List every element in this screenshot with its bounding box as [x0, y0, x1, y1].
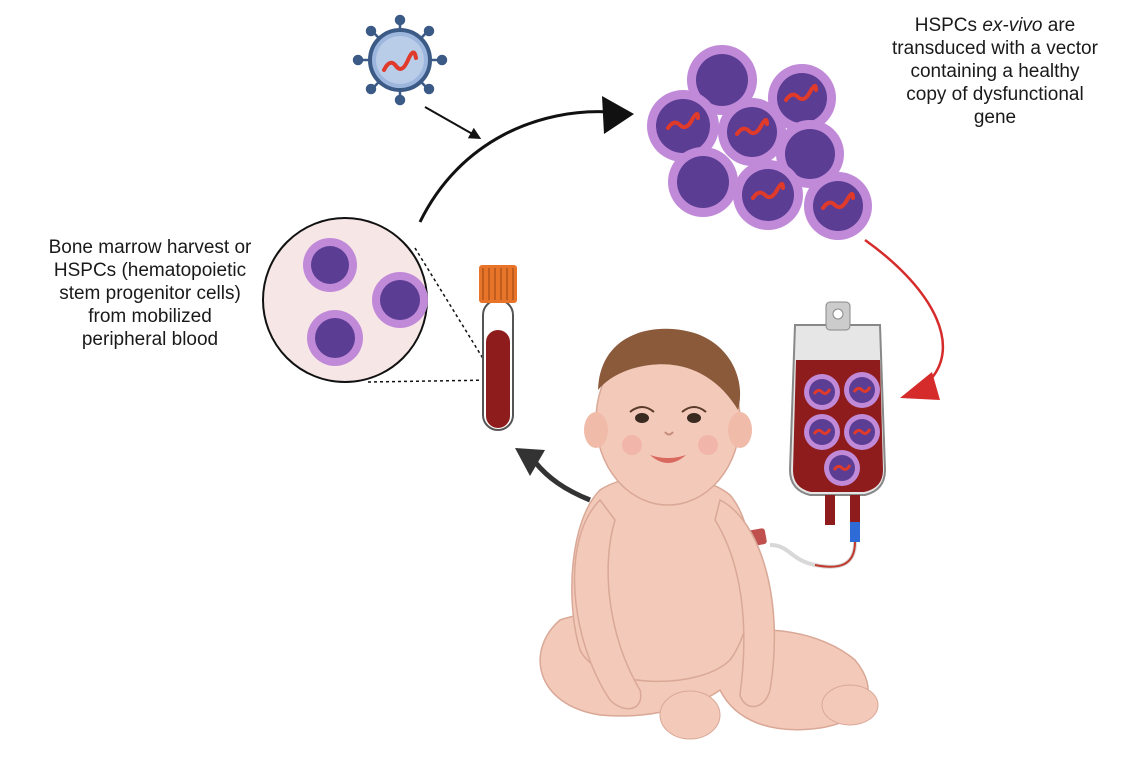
harvest-to-transduction-arrow: [418, 96, 634, 223]
harvest-label: Bone marrow harvest or HSPCs (hematopoie…: [0, 236, 300, 351]
baby-patient: [539, 328, 879, 740]
transduction-label-line-5: gene: [973, 107, 1017, 128]
viral-vector: [352, 14, 448, 106]
baby-to-tube-arrow: [515, 448, 591, 503]
transduction-italic: ex-vivo: [982, 15, 1043, 36]
transduction-suffix: are: [1042, 15, 1076, 36]
harvest-label-line-5: peripheral blood: [81, 329, 219, 350]
zoom-lines: [367, 247, 496, 383]
blood-tube: [479, 265, 517, 431]
harvest-label-line-3: stem progenitor cells): [59, 283, 241, 304]
transduction-label: HSPCs ex-vivo are transduced with a vect…: [860, 14, 1130, 129]
transduction-label-line-4: copy of dysfunctional: [906, 84, 1084, 105]
infusion-bag: [788, 301, 887, 542]
transduction-label-line-3: containing a healthy: [910, 61, 1080, 82]
cells-to-bag-arrow: [864, 238, 945, 400]
transduction-label-line-1: HSPCs ex-vivo are: [860, 14, 1130, 37]
transduced-cell-cluster: [647, 45, 872, 240]
vector-arrow: [424, 106, 482, 139]
harvested-cells-magnified: [262, 217, 428, 383]
harvest-label-line-1: Bone marrow harvest or: [48, 237, 252, 258]
harvest-label-line-4: from mobilized: [88, 306, 212, 327]
transduction-prefix: HSPCs: [914, 15, 983, 36]
harvest-label-line-2: HSPCs (hematopoietic: [53, 260, 247, 281]
transduction-label-line-2: transduced with a vector: [892, 38, 1098, 59]
